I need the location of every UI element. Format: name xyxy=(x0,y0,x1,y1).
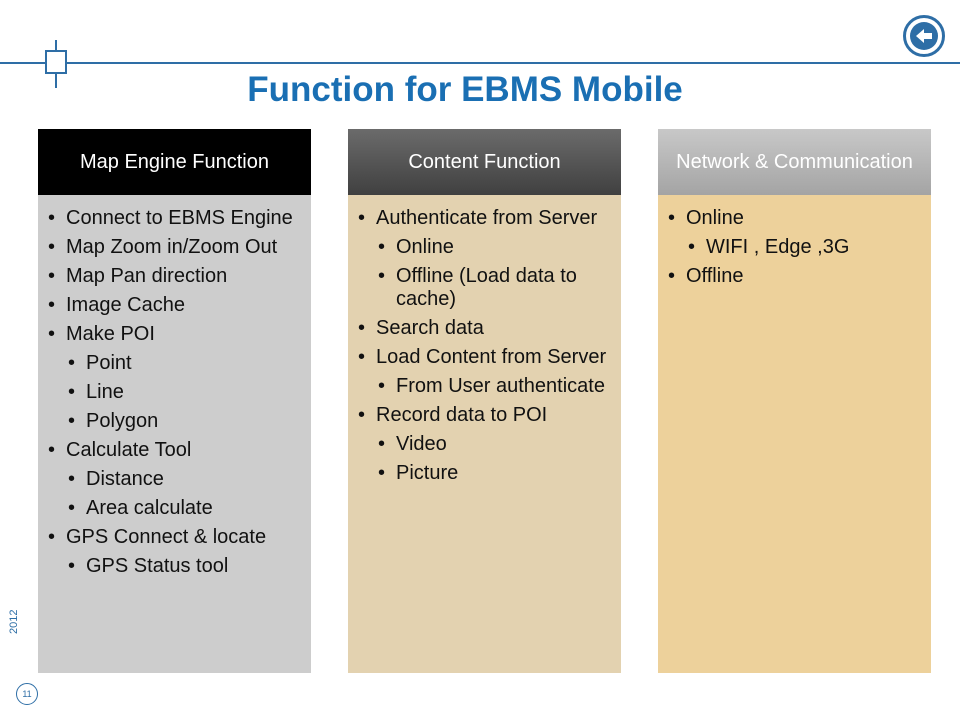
column-body: OnlineWIFI , Edge ,3G Offline xyxy=(658,195,931,673)
bullet-list: Connect to EBMS EngineMap Zoom in/Zoom O… xyxy=(48,207,301,578)
slide-title: Function for EBMS Mobile xyxy=(247,70,683,109)
column-map-engine: Map Engine Function Connect to EBMS Engi… xyxy=(38,129,311,673)
bullet-item: Load Content from Server xyxy=(358,346,611,369)
bullet-item: Make POI xyxy=(48,323,301,346)
sub-bullet-item: Polygon xyxy=(68,410,301,433)
header-rule xyxy=(0,62,960,64)
bullet-item: Offline xyxy=(668,265,921,288)
sub-bullet-item: Point xyxy=(68,352,301,375)
column-content: Content Function Authenticate from Serve… xyxy=(348,129,621,673)
bullet-item: Authenticate from Server xyxy=(358,207,611,230)
sub-bullet-item: WIFI , Edge ,3G xyxy=(688,236,921,259)
back-button[interactable] xyxy=(903,15,945,57)
sub-bullet-item: Offline (Load data to cache) xyxy=(378,265,611,311)
sub-bullet-item: GPS Status tool xyxy=(68,555,301,578)
column-header: Network & Communication xyxy=(658,129,931,195)
bullet-item: Record data to POI xyxy=(358,404,611,427)
bullet-item: Image Cache xyxy=(48,294,301,317)
sub-bullet-item: From User authenticate xyxy=(378,375,611,398)
sub-bullet-item: Area calculate xyxy=(68,497,301,520)
sub-bullet-item: Picture xyxy=(378,462,611,485)
bullet-item: GPS Connect & locate xyxy=(48,526,301,549)
column-header: Map Engine Function xyxy=(38,129,311,195)
bullet-item: Map Zoom in/Zoom Out xyxy=(48,236,301,259)
sub-bullet-item: Online xyxy=(378,236,611,259)
bullet-item: Online xyxy=(668,207,921,230)
bullet-list: OnlineWIFI , Edge ,3G Offline xyxy=(668,207,921,288)
crosshair-box-decoration xyxy=(45,50,67,74)
arrow-left-icon xyxy=(910,22,938,50)
page-number: 11 xyxy=(16,683,38,705)
column-network: Network & Communication OnlineWIFI , Edg… xyxy=(658,129,931,673)
sub-bullet-item: Distance xyxy=(68,468,301,491)
column-body: Connect to EBMS EngineMap Zoom in/Zoom O… xyxy=(38,195,311,673)
sub-bullet-item: Video xyxy=(378,433,611,456)
bullet-item: Search data xyxy=(358,317,611,340)
bullet-item: Calculate Tool xyxy=(48,439,301,462)
bullet-item: Map Pan direction xyxy=(48,265,301,288)
column-header: Content Function xyxy=(348,129,621,195)
column-body: Authenticate from ServerOnlineOffline (L… xyxy=(348,195,621,673)
bullet-list: Authenticate from ServerOnlineOffline (L… xyxy=(358,207,611,485)
sub-bullet-item: Line xyxy=(68,381,301,404)
year-label: 2012 xyxy=(8,609,20,634)
bullet-item: Connect to EBMS Engine xyxy=(48,207,301,230)
